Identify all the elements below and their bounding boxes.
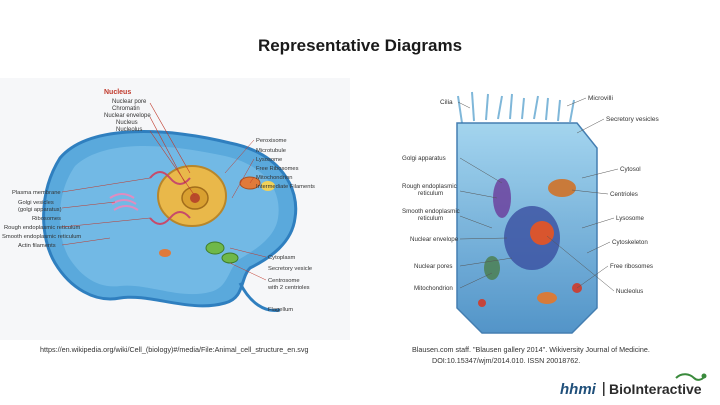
slide-title: Representative Diagrams	[257, 36, 463, 55]
diagram-label: Smooth endoplasmic reticulum	[2, 234, 81, 240]
diagram-label: Lysosome	[616, 215, 645, 222]
animal-cell-diagram: Nucleus Nuclear pore Chromatin Nuclear e…	[0, 78, 350, 340]
diagram-label: Secretory vesicle	[268, 266, 312, 272]
diagram-label: Golgi apparatus	[402, 155, 446, 162]
diagram-label: Mitochondrion	[414, 285, 453, 292]
diagram-label: hhmi	[560, 381, 597, 398]
diagram-label: Intermediate Filaments	[256, 184, 315, 190]
diagram-label: Nuclear pores	[414, 263, 453, 270]
diagram-label: Free ribosomes	[610, 263, 653, 270]
diagram-label: Nuclear pore	[112, 99, 147, 105]
diagram-label: Rough endoplasmic	[402, 183, 457, 190]
diagram-label: Chromatin	[112, 106, 140, 112]
right-diagram-caption: Blausen.com staff. "Blausen gallery 2014…	[412, 345, 650, 354]
nucleus-header: Nucleus	[104, 89, 131, 96]
diagram-label: Mitochondrion	[256, 175, 292, 181]
left-diagram-caption: https://en.wikipedia.org/wiki/Cell_(biol…	[40, 345, 309, 354]
diagram-label: Cytosol	[620, 166, 641, 173]
diagram-label: Ribosomes	[32, 216, 61, 222]
diagram-label: Peroxisome	[256, 138, 287, 144]
diagram-label: Cytoskeleton	[612, 239, 648, 246]
diagram-label: Golgi vesicles	[18, 200, 54, 206]
diagram-label: Microtubule	[256, 148, 286, 154]
diagram-label: Cytoplasm	[268, 255, 296, 261]
diagram-label: Nucleus	[116, 120, 138, 126]
diagram-label: Free Ribosomes	[256, 166, 299, 172]
diagram-label: Nucleolus	[616, 288, 643, 295]
flagellum	[238, 282, 281, 313]
diagram-label: Cilia	[440, 99, 453, 106]
diagram-label: Actin filaments	[18, 243, 56, 249]
diagram-label: Rough endoplasmic reticulum	[4, 225, 81, 231]
diagram-label: Nucleolus	[116, 127, 142, 133]
diagram-label: Lysosome	[256, 157, 282, 163]
diagram-label: Centrosome	[268, 278, 300, 284]
diagram-label: Centrioles	[610, 191, 638, 198]
diagram-label: Microvilli	[588, 95, 613, 102]
diagram-label: BioInteractive	[609, 381, 702, 397]
diagram-label: Nuclear envelope	[104, 113, 151, 119]
diagram-label: Smooth endoplasmic	[402, 208, 460, 215]
diagram-label: Secretory vesicles	[606, 116, 659, 123]
diagram-label: Nuclear envelope	[410, 236, 459, 243]
diagram-label: reticulum	[418, 215, 443, 222]
diagram-label: (golgi apparatus)	[18, 207, 62, 213]
right-diagram-caption-doi: DOI:10.15347/wjm/2014.010. ISSN 20018762…	[432, 356, 581, 365]
diagram-label: Plasma membrane	[12, 190, 61, 196]
cell-3d-diagram: Cilia Microvilli Secretory vesicles Golg…	[362, 88, 720, 350]
diagram-label: with 2 centrioles	[267, 285, 310, 291]
diagram-label: reticulum	[418, 190, 443, 197]
diagram-label: Flagellum	[268, 307, 293, 313]
hhmi-biointeractive-logo: hhmi BioInteractive	[556, 370, 720, 400]
